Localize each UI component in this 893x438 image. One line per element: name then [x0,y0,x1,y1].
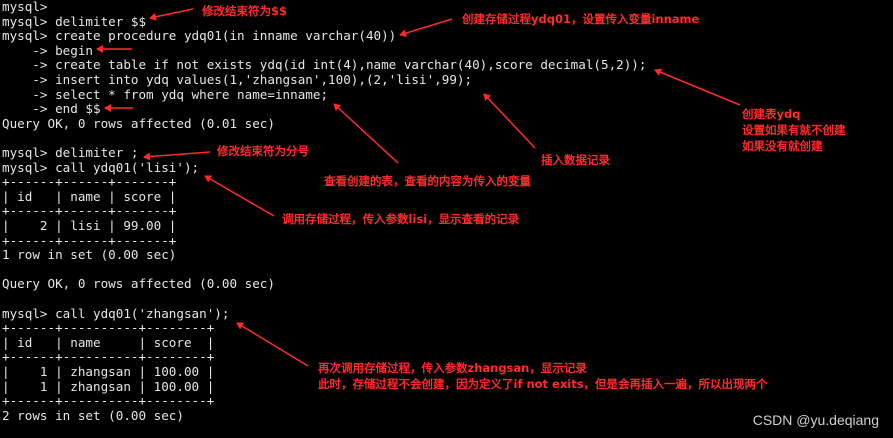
terminal-line: mysql> delimiter ; [2,145,139,160]
arrow-call-zhangsan [236,322,309,367]
annotation-delimiter-semicolon: 修改结束符为分号 [217,144,309,158]
annotation-create-table-note: 如果没有就创建 [742,139,823,153]
annotation-select-query: 查看创建的表，查看的内容为传入的变量 [324,174,531,188]
terminal-line: +------+----------+--------+ [2,393,215,409]
terminal-line: mysql> [2,0,48,14]
arrow-insert [483,93,536,149]
terminal-line: 1 row in set (0.00 sec) [2,247,177,263]
watermark: CSDN @yu.deqiang [752,412,879,428]
terminal-line: +------+------+-------+ [2,174,177,190]
terminal-line: | id | name | score | [2,334,215,350]
arrow-create-table [654,68,741,106]
terminal-line: Query OK, 0 rows affected (0.00 sec) [2,276,275,292]
terminal-line: | id | name | score | [2,188,177,204]
terminal-line: mysql> call ydq01('lisi'); [2,159,200,175]
terminal-line: mysql> call ydq01('zhangsan'); [2,305,230,321]
annotation-call-zhangsan-note: 此时，存储过程不会创建，因为定义了if not exits，但是会再插入一遍，所… [318,377,768,391]
terminal-line: | 1 | zhangsan | 100.00 | [2,378,215,394]
terminal-line: 2 rows in set (0.00 sec) [2,407,184,423]
terminal-line: | 2 | lisi | 99.00 | [2,218,177,233]
terminal-line: mysql> delimiter $$ [2,13,147,29]
arrow-call-lisi [204,175,275,217]
terminal-line: -> create table if not exists ydq(id int… [2,57,647,73]
annotation-create-table-note: 设置如果有就不创建 [742,123,846,137]
annotation-create-table: 创建表ydq [742,107,801,121]
terminal-line: +------+------+-------+ [2,232,177,248]
terminal-line: +------+----------+--------+ [2,320,215,336]
annotation-create-procedure: 创建存储过程ydq01，设置传入变量inname [462,12,700,26]
terminal-line: +------+----------+--------+ [2,349,215,365]
terminal-line: mysql> create procedure ydq01(in inname … [2,28,397,44]
annotation-insert-data: 插入数据记录 [541,153,610,167]
arrow-delimiter-dollar [149,8,194,21]
arrow-create-procedure [399,18,453,38]
arrow-select [333,103,399,164]
terminal-line: -> insert into ydq values(1,'zhangsan',1… [2,72,473,87]
terminal-line: +------+------+-------+ [2,203,177,219]
terminal-line: -> begin [2,42,93,58]
annotation-call-zhangsan: 再次调用存储过程，传入参数zhangsan，显示记录 [318,361,587,375]
annotation-call-lisi: 调用存储过程，传入参数lisi，显示查看的记录 [282,212,520,226]
arrow-delimiter-semicolon [143,151,211,161]
terminal-line: -> select * from ydq where name=inname; [2,86,329,102]
terminal-line: -> end $$ [2,101,101,117]
terminal-line: Query OK, 0 rows affected (0.01 sec) [2,115,275,131]
terminal-line: | 1 | zhangsan | 100.00 | [2,364,215,379]
annotation-delimiter-dollar: 修改结束符为$$ [202,4,288,18]
